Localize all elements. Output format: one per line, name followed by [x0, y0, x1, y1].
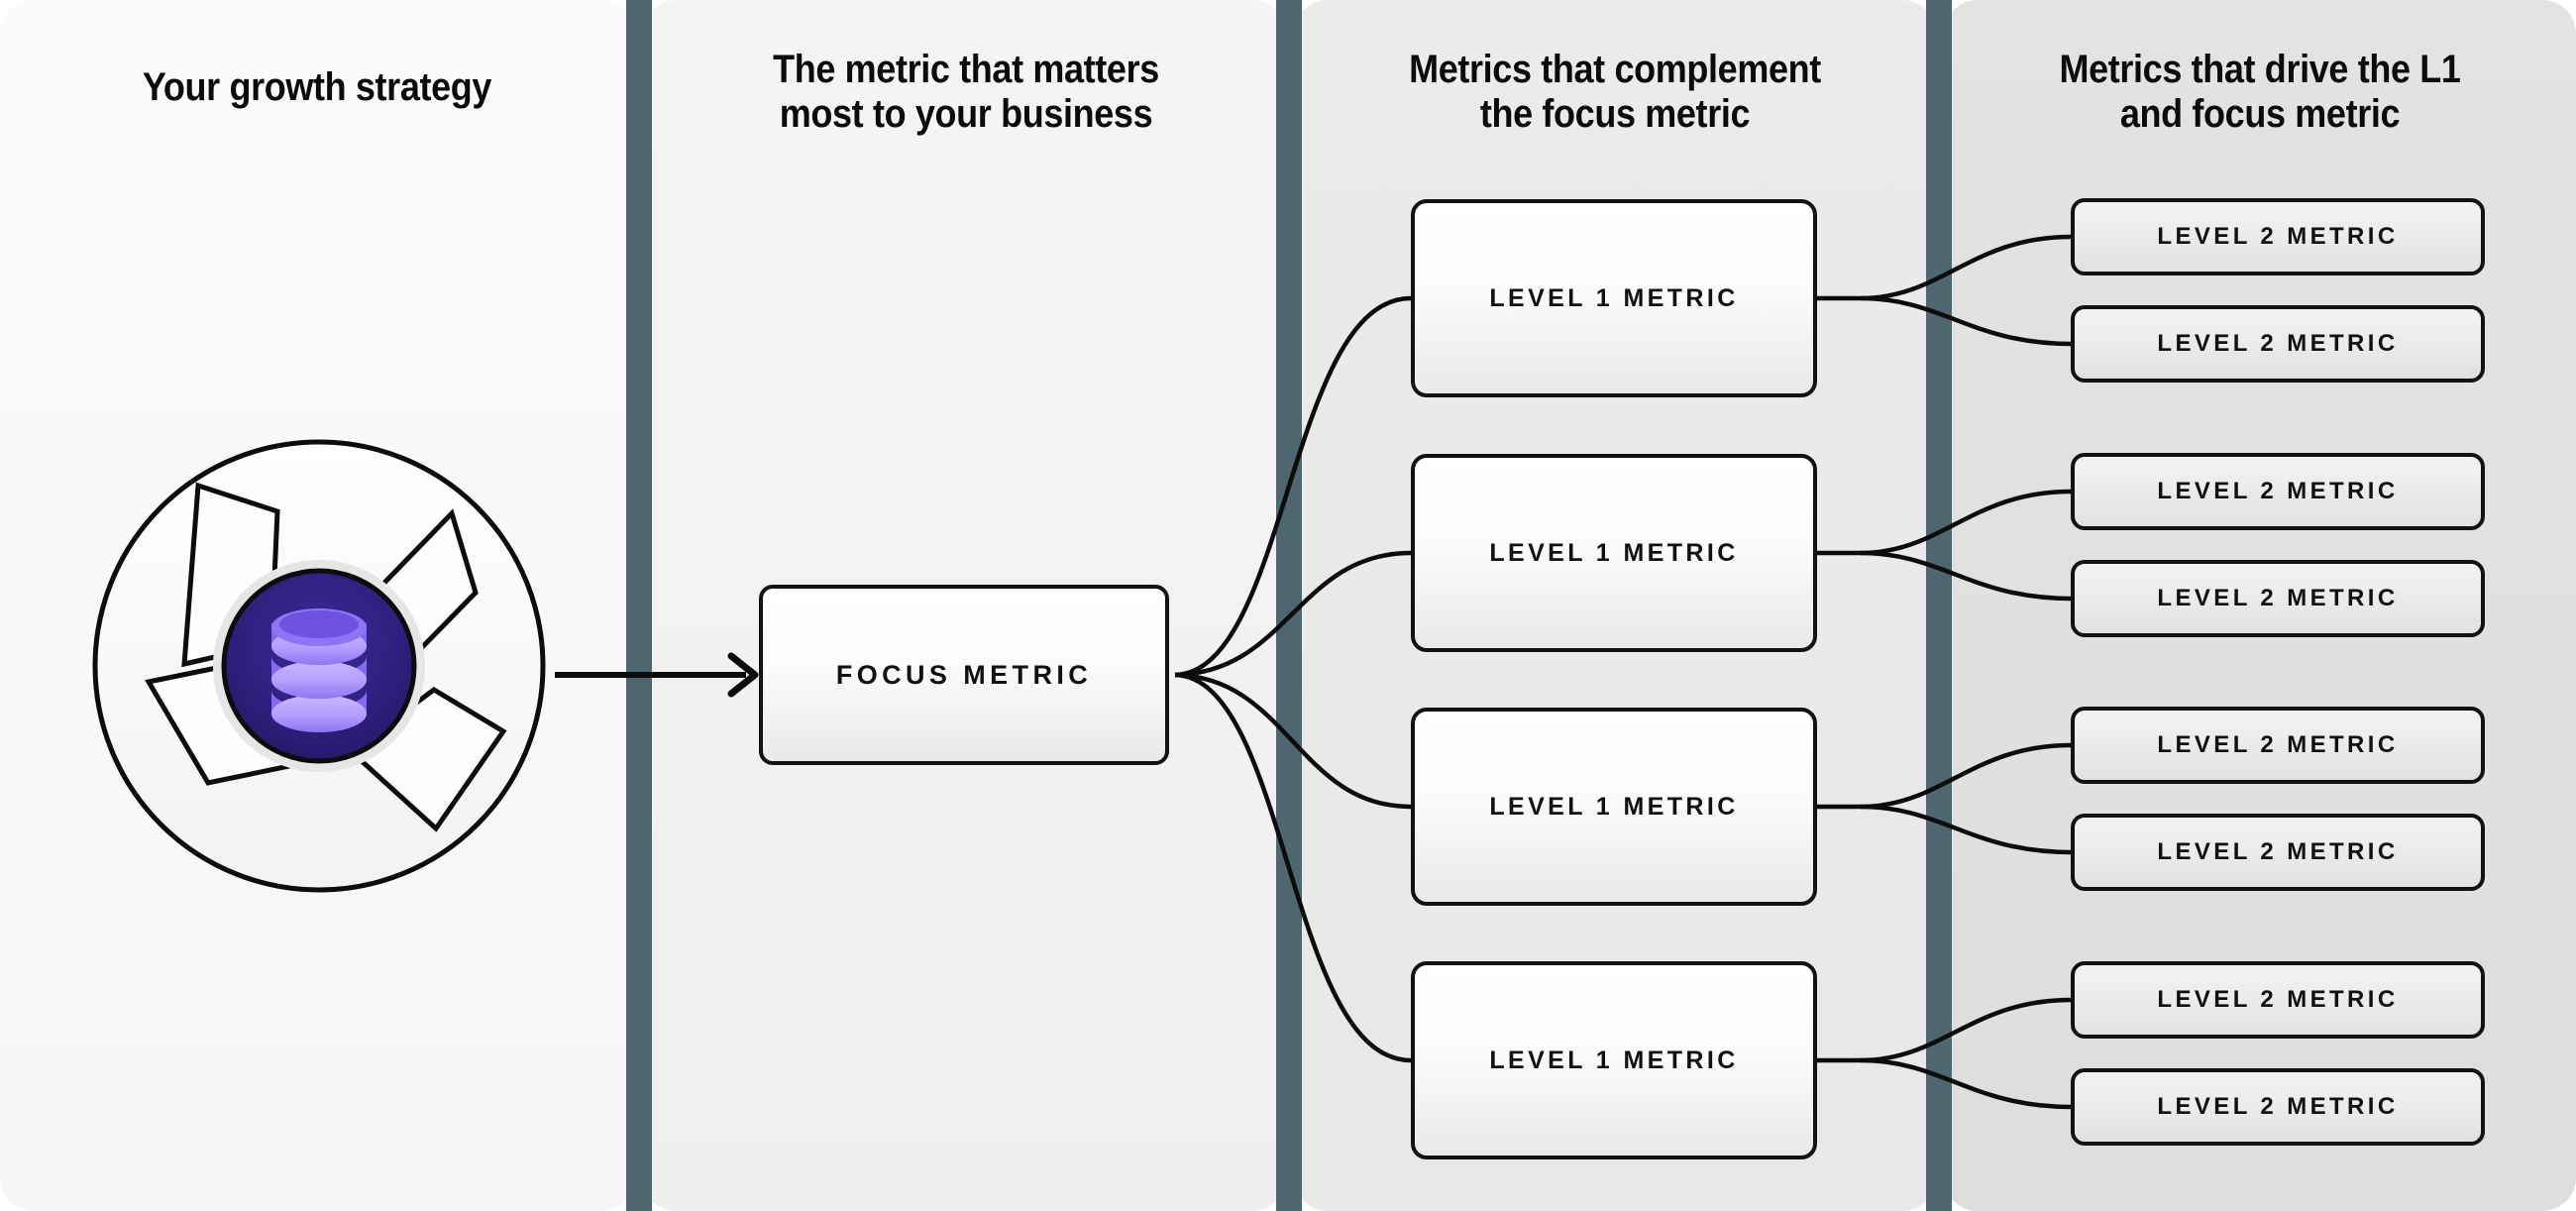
level2-metric-label: LEVEL 2 METRIC: [2157, 731, 2399, 758]
focus-metric-label: FOCUS METRIC: [835, 659, 1093, 690]
column-divider-2: [1276, 0, 1302, 1211]
level1-metric-node[interactable]: LEVEL 1 METRIC: [1411, 454, 1817, 652]
level2-metric-node[interactable]: LEVEL 2 METRIC: [2071, 198, 2485, 275]
level2-metric-node[interactable]: LEVEL 2 METRIC: [2071, 707, 2485, 784]
level1-metric-node[interactable]: LEVEL 1 METRIC: [1411, 961, 1817, 1159]
level2-metric-node[interactable]: LEVEL 2 METRIC: [2071, 814, 2485, 891]
level2-metric-node[interactable]: LEVEL 2 METRIC: [2071, 1068, 2485, 1146]
level2-metric-label: LEVEL 2 METRIC: [2157, 478, 2399, 504]
level2-metric-label: LEVEL 2 METRIC: [2157, 838, 2399, 865]
column-divider-3: [1926, 0, 1952, 1211]
column-title-level2: Metrics that drive the L1 and focus metr…: [2059, 48, 2461, 136]
level1-metric-label: LEVEL 1 METRIC: [1489, 792, 1739, 821]
database-stack-icon: [271, 608, 367, 732]
focus-metric-node[interactable]: FOCUS METRIC: [759, 585, 1169, 765]
level2-metric-label: LEVEL 2 METRIC: [2157, 1093, 2399, 1120]
level1-metric-label: LEVEL 1 METRIC: [1489, 1046, 1739, 1074]
database-pinwheel-icon: [92, 439, 546, 893]
level1-metric-label: LEVEL 1 METRIC: [1489, 538, 1739, 567]
level2-metric-node[interactable]: LEVEL 2 METRIC: [2071, 305, 2485, 383]
level2-metric-label: LEVEL 2 METRIC: [2157, 585, 2399, 611]
level1-metric-node[interactable]: LEVEL 1 METRIC: [1411, 199, 1817, 397]
level2-metric-label: LEVEL 2 METRIC: [2157, 330, 2399, 357]
column-divider-1: [626, 0, 652, 1211]
level2-metric-label: LEVEL 2 METRIC: [2157, 223, 2399, 250]
level2-metric-node[interactable]: LEVEL 2 METRIC: [2071, 961, 2485, 1039]
column-title-strategy: Your growth strategy: [142, 65, 492, 109]
level2-metric-label: LEVEL 2 METRIC: [2157, 986, 2399, 1013]
level1-metric-node[interactable]: LEVEL 1 METRIC: [1411, 708, 1817, 906]
level1-metric-label: LEVEL 1 METRIC: [1489, 283, 1739, 312]
level2-metric-node[interactable]: LEVEL 2 METRIC: [2071, 453, 2485, 530]
column-title-level1: Metrics that complement the focus metric: [1409, 48, 1821, 136]
level2-metric-node[interactable]: LEVEL 2 METRIC: [2071, 560, 2485, 637]
column-title-focus: The metric that matters most to your bus…: [773, 48, 1159, 136]
